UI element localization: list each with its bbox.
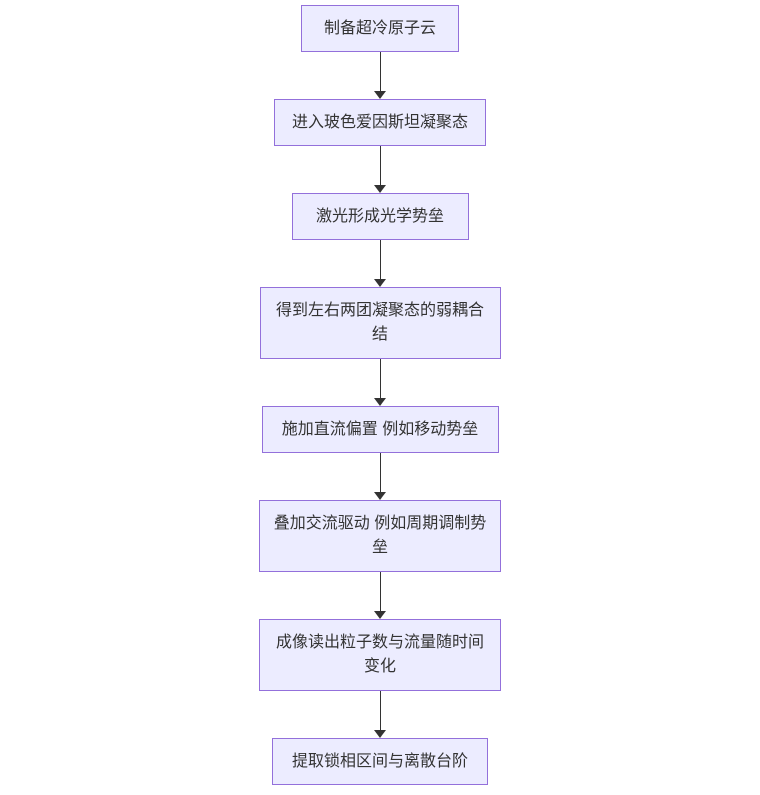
arrowhead-icon: [374, 398, 386, 406]
arrow-stem: [379, 691, 381, 730]
arrow-down-icon: [373, 240, 387, 287]
flow-node-label: 得到左右两团凝聚态的弱耦合结: [275, 302, 484, 343]
arrow-down-icon: [373, 52, 387, 99]
flow-node-label: 叠加交流驱动 例如周期调制势垒: [273, 515, 487, 556]
arrowhead-icon: [374, 611, 386, 619]
flow-node-label: 激光形成光学势垒: [315, 207, 444, 225]
arrowhead-icon: [374, 730, 386, 738]
arrow-down-icon: [373, 359, 387, 406]
flow-node-laser-barrier: 激光形成光学势垒: [291, 193, 469, 240]
flow-node-label: 进入玻色爱因斯坦凝聚态: [291, 113, 468, 131]
arrow-stem: [379, 359, 381, 398]
flow-node-label: 提取锁相区间与离散台阶: [291, 752, 468, 770]
flow-node-extract-locking-steps: 提取锁相区间与离散台阶: [272, 738, 488, 785]
arrow-stem: [379, 240, 381, 279]
arrow-stem: [379, 146, 381, 185]
arrow-stem: [379, 453, 381, 492]
flow-node-label: 施加直流偏置 例如移动势垒: [281, 420, 479, 438]
arrowhead-icon: [374, 492, 386, 500]
flow-node-imaging-readout: 成像读出粒子数与流量随时间变化: [259, 619, 501, 691]
arrowhead-icon: [374, 185, 386, 193]
flow-node-label: 制备超冷原子云: [323, 19, 436, 37]
flow-node-bec-state: 进入玻色爱因斯坦凝聚态: [274, 99, 486, 146]
flow-node-prepare-atom-cloud: 制备超冷原子云: [301, 5, 459, 52]
arrow-down-icon: [373, 453, 387, 500]
flow-node-dc-bias: 施加直流偏置 例如移动势垒: [261, 406, 499, 453]
arrow-down-icon: [373, 146, 387, 193]
flow-node-label: 成像读出粒子数与流量随时间变化: [275, 634, 484, 675]
arrow-down-icon: [373, 691, 387, 738]
flow-node-ac-drive: 叠加交流驱动 例如周期调制势垒: [259, 500, 501, 572]
arrow-down-icon: [373, 572, 387, 619]
arrowhead-icon: [374, 91, 386, 99]
arrow-stem: [379, 52, 381, 91]
flow-node-weak-coupling-junction: 得到左右两团凝聚态的弱耦合结: [259, 287, 501, 359]
arrowhead-icon: [374, 279, 386, 287]
arrow-stem: [379, 572, 381, 611]
